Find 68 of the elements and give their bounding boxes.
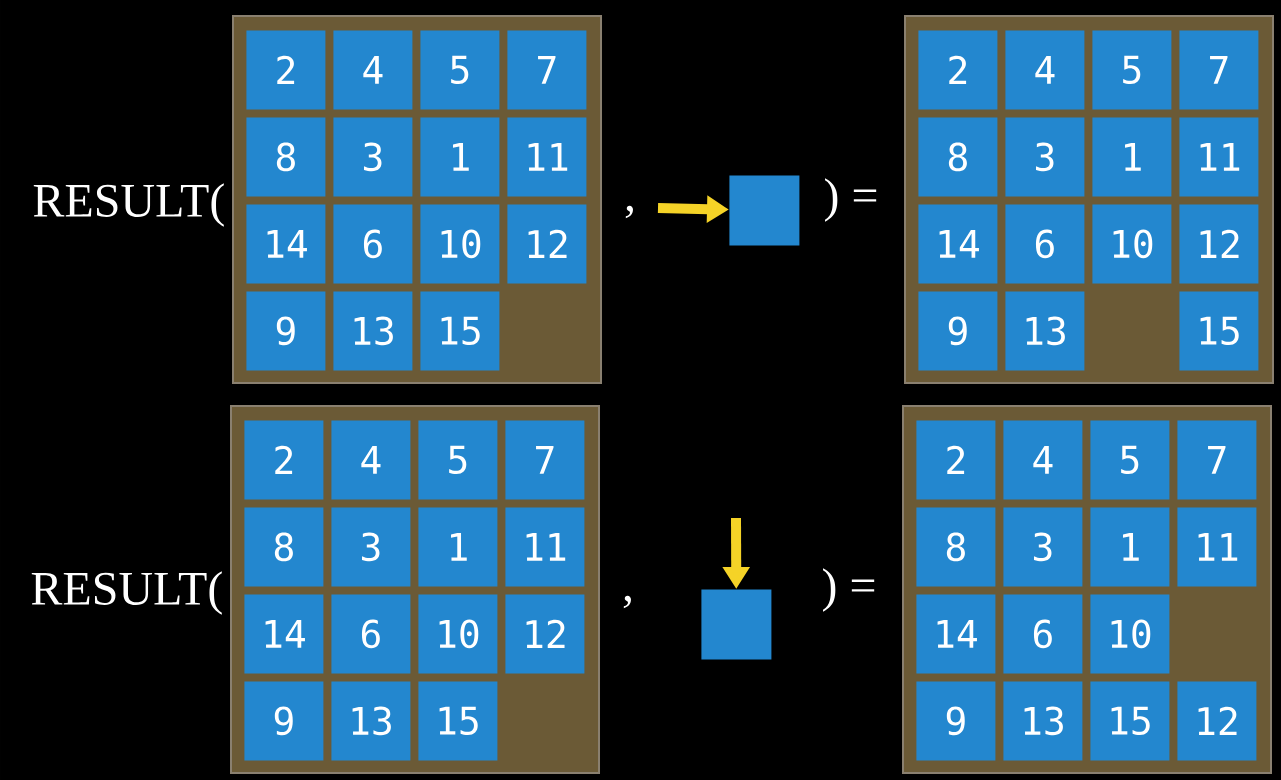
formula-text: , — [623, 595, 631, 609]
number-tile: 8 — [246, 117, 326, 197]
number-tile: 12 — [507, 204, 587, 284]
number-tile: 9 — [918, 291, 998, 371]
number-tile: 14 — [916, 594, 996, 674]
number-tile: 1 — [1092, 117, 1172, 197]
number-tile: 9 — [246, 291, 326, 371]
number-tile: 6 — [1003, 594, 1083, 674]
number-tile: 13 — [331, 681, 411, 761]
number-tile: 4 — [1005, 30, 1085, 110]
number-tile: 14 — [244, 594, 324, 674]
number-tile: 8 — [244, 507, 324, 587]
number-tile: 6 — [333, 204, 413, 284]
number-tile: 11 — [1177, 507, 1257, 587]
number-tile: 14 — [246, 204, 326, 284]
number-tile: 6 — [331, 594, 411, 674]
number-tile: 10 — [1092, 204, 1172, 284]
number-tile: 5 — [1090, 420, 1170, 500]
number-tile: 2 — [918, 30, 998, 110]
number-tile: 7 — [1179, 30, 1259, 110]
number-tile: 10 — [420, 204, 500, 284]
number-tile: 2 — [246, 30, 326, 110]
formula-text: ) = — [825, 178, 877, 222]
tile-square — [701, 589, 772, 660]
formula-text: , — [625, 205, 633, 219]
number-tile: 15 — [1090, 681, 1170, 761]
number-tile: 15 — [420, 291, 500, 371]
number-tile: 10 — [1090, 594, 1170, 674]
tile-square — [729, 175, 800, 246]
number-tile: 4 — [1003, 420, 1083, 500]
number-tile: 5 — [1092, 30, 1172, 110]
number-tile: 5 — [420, 30, 500, 110]
number-tile: 11 — [507, 117, 587, 197]
number-tile: 10 — [418, 594, 498, 674]
number-tile: 9 — [916, 681, 996, 761]
number-tile: 6 — [1005, 204, 1085, 284]
number-tile: 12 — [1177, 681, 1257, 761]
number-tile: 9 — [244, 681, 324, 761]
formula-text: RESULT( — [33, 183, 224, 227]
number-tile: 13 — [1005, 291, 1085, 371]
number-tile: 7 — [507, 30, 587, 110]
number-tile: 1 — [418, 507, 498, 587]
number-tile: 4 — [333, 30, 413, 110]
number-tile: 3 — [331, 507, 411, 587]
number-tile: 2 — [244, 420, 324, 500]
number-tile: 1 — [1090, 507, 1170, 587]
number-tile: 3 — [333, 117, 413, 197]
number-tile: 7 — [1177, 420, 1257, 500]
number-tile: 8 — [918, 117, 998, 197]
number-tile: 3 — [1005, 117, 1085, 197]
number-tile: 11 — [505, 507, 585, 587]
number-tile: 8 — [916, 507, 996, 587]
number-tile: 15 — [1179, 291, 1259, 371]
number-tile: 13 — [1003, 681, 1083, 761]
number-tile: 12 — [1179, 204, 1259, 284]
number-tile: 5 — [418, 420, 498, 500]
number-tile: 4 — [331, 420, 411, 500]
formula-text: ) = — [823, 568, 875, 612]
number-tile: 7 — [505, 420, 585, 500]
number-tile: 15 — [418, 681, 498, 761]
number-tile: 12 — [505, 594, 585, 674]
number-tile: 13 — [333, 291, 413, 371]
number-tile: 1 — [420, 117, 500, 197]
number-tile: 2 — [916, 420, 996, 500]
number-tile: 11 — [1179, 117, 1259, 197]
formula-text: RESULT( — [31, 571, 222, 615]
number-tile: 3 — [1003, 507, 1083, 587]
number-tile: 14 — [918, 204, 998, 284]
